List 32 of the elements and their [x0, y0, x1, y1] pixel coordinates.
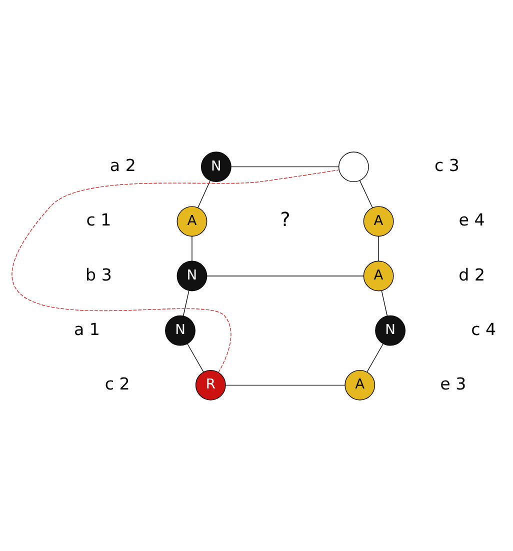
label: a 2 [109, 156, 136, 175]
label: e 4 [458, 210, 484, 230]
label: c 4 [470, 319, 496, 338]
label: b 3 [85, 264, 112, 284]
node-circle: N [164, 314, 195, 346]
connector [206, 275, 364, 276]
connector [230, 166, 338, 167]
connector [186, 343, 204, 372]
node-circle: A [362, 260, 394, 291]
label: c 3 [434, 156, 459, 175]
connector [380, 290, 388, 316]
connector [12, 169, 339, 372]
label: c 2 [104, 374, 130, 393]
node-circle: A [344, 369, 375, 400]
node-circle: N [176, 260, 207, 291]
label: ? [280, 208, 290, 231]
label: c 1 [86, 210, 111, 230]
connector [224, 384, 345, 386]
connector [358, 180, 372, 208]
node-circle: N [200, 151, 231, 182]
node-circle: A [362, 206, 394, 236]
connector [366, 343, 383, 372]
node-circle: N [374, 314, 405, 346]
node-circle: A [176, 206, 207, 236]
node-circle [338, 151, 368, 182]
label: e 3 [440, 374, 466, 393]
connector [197, 180, 210, 208]
node-circle: R [194, 369, 226, 400]
label: a 1 [73, 319, 100, 338]
connector [191, 236, 192, 261]
connector [182, 290, 189, 316]
label: d 2 [458, 264, 485, 284]
